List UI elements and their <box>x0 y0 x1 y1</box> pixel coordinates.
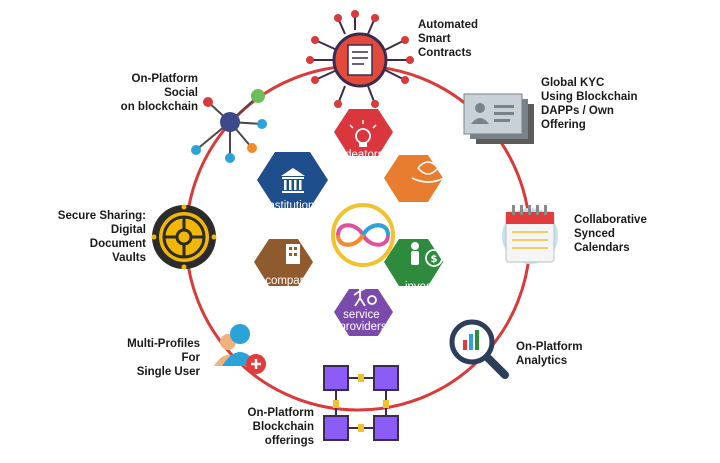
hex-companies: companies <box>254 239 321 287</box>
label-line: Collaborative <box>574 214 647 226</box>
label-line: Synced <box>574 228 615 240</box>
hex-label-service-providers: service providers <box>339 309 387 333</box>
label-line: For <box>181 352 200 364</box>
investor-money-icon: $ <box>411 242 443 267</box>
label-line: Single User <box>136 366 200 378</box>
label-line: Contracts <box>418 47 472 59</box>
hex-label-providers: providers <box>339 321 387 333</box>
label-line: Analytics <box>516 355 568 367</box>
label-smart-contracts: Automated Smart Contracts <box>418 18 478 60</box>
label-line: Global KYC <box>541 77 605 89</box>
social-network-icon <box>191 89 267 163</box>
label-line: Using Blockchain <box>541 91 638 103</box>
label-line: Offering <box>541 119 586 131</box>
label-line: Digital <box>110 224 146 236</box>
label-line: Calendars <box>574 242 630 254</box>
label-social: On-Platform Social on blockchain <box>102 72 198 114</box>
label-line: Vaults <box>112 252 146 264</box>
vault-icon <box>151 204 217 270</box>
label-line: Blockchain <box>252 421 314 433</box>
label-line: on blockchain <box>120 101 198 113</box>
label-line: DAPPs / Own <box>541 105 614 117</box>
label-line: offerings <box>264 435 314 447</box>
label-line: Smart <box>418 33 451 45</box>
infinity-icon <box>335 223 391 247</box>
analytics-magnifier-icon <box>449 319 509 379</box>
smart-contract-icon <box>306 10 414 108</box>
worker-gears-icon <box>353 280 377 307</box>
center-infinity <box>331 203 395 267</box>
hex-label-service: service <box>343 309 379 321</box>
calendar-icon <box>502 205 558 264</box>
institution-building-icon <box>281 168 305 193</box>
blockchain-blocks-icon <box>323 365 399 441</box>
hex-label-investors: investors <box>405 281 451 293</box>
hex-institutions: institutions <box>257 152 328 212</box>
label-global-kyc: Global KYC Using Blockchain DAPPs / Own … <box>541 76 638 132</box>
label-document-vaults: Secure Sharing: Digital Document Vaults <box>42 209 146 265</box>
hex-label-companies: companies <box>265 275 321 287</box>
hex-label-ideators: ideators <box>343 149 384 161</box>
label-multi-profiles: Multi-Profiles For Single User <box>104 337 200 379</box>
label-analytics: On-Platform Analytics <box>516 340 582 368</box>
svg-text:$: $ <box>431 254 438 265</box>
building-icon <box>286 244 300 264</box>
label-line: Automated <box>418 19 479 31</box>
hex-investors: $ investors <box>384 239 451 293</box>
label-line: Document <box>89 238 146 250</box>
hex-label-startups: startups <box>408 205 449 217</box>
label-line: On-Platform <box>516 341 583 353</box>
multi-profile-icon <box>214 324 266 374</box>
hex-label-institutions: institutions <box>266 200 321 212</box>
label-line: On-Platform <box>247 407 314 419</box>
hex-ideators: ideators <box>334 109 393 161</box>
lightbulb-icon <box>349 120 377 147</box>
label-blockchain-offerings: On-Platform Blockchain offerings <box>226 406 314 448</box>
label-calendars: Collaborative Synced Calendars <box>574 213 647 255</box>
label-line: Social <box>164 87 198 99</box>
label-line: Secure Sharing: <box>57 210 146 222</box>
hex-startups: startups <box>384 155 449 217</box>
label-line: Multi-Profiles <box>127 338 200 350</box>
plant-hands-icon <box>411 161 445 183</box>
label-line: On-Platform <box>131 73 198 85</box>
hex-service-providers: service providers <box>334 280 393 336</box>
kyc-card-icon <box>463 93 534 144</box>
